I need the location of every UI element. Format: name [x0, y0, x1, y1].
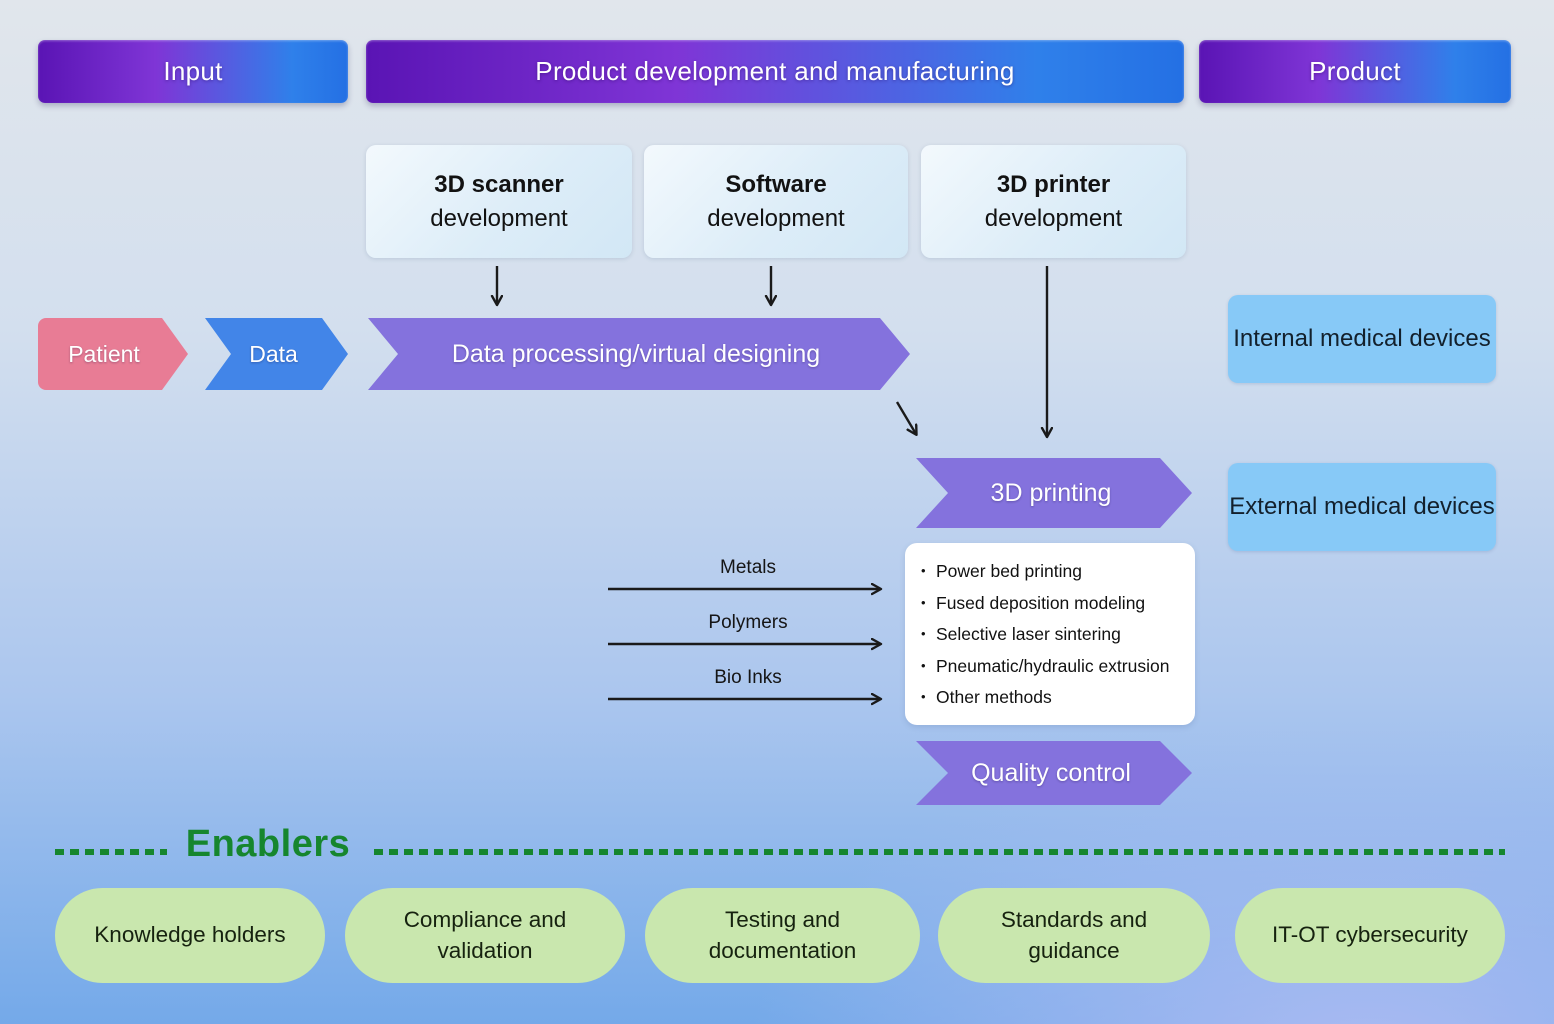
box-title: 3D printer [996, 171, 1111, 199]
box-external-medical-devices: External medical devices [1228, 463, 1496, 551]
box-3d-scanner-development: 3D scanner development [366, 145, 632, 258]
material-label-metals: Metals [720, 557, 776, 578]
chevron-quality-control: Quality control [916, 741, 1192, 805]
method-item: Selective laser sintering [921, 624, 1185, 645]
enablers-title: Enablers [185, 823, 351, 865]
method-item: Power bed printing [921, 561, 1185, 582]
header-input: Input [38, 40, 348, 103]
method-item: Fused deposition modeling [921, 593, 1185, 614]
enablers-dotted-line-left [55, 849, 167, 855]
header-product-development: Product development and manufacturing [366, 40, 1184, 103]
pill-knowledge-holders: Knowledge holders [55, 888, 325, 983]
header-product: Product [1199, 40, 1511, 103]
box-subtitle: development [430, 204, 568, 232]
material-label-polymers: Polymers [708, 612, 788, 633]
pill-testing-and-documentation: Testing and documentation [645, 888, 920, 983]
pill-it-ot-cybersecurity: IT-OT cybersecurity [1235, 888, 1505, 983]
box-subtitle: development [984, 204, 1123, 232]
printing-methods-list: Power bed printing Fused deposition mode… [921, 561, 1185, 708]
enablers-dotted-line-right [374, 849, 1505, 855]
arrow-processing-to-printing [895, 401, 916, 434]
material-label-bio-inks: Bio Inks [714, 667, 782, 688]
box-title: 3D scanner [434, 171, 564, 199]
chevron-data-processing: Data processing/virtual designing [368, 318, 910, 390]
chevron-patient: Patient [38, 318, 188, 390]
box-3d-printer-development: 3D printer development [921, 145, 1186, 258]
box-title: Software [725, 171, 827, 199]
printing-methods-box: Power bed printing Fused deposition mode… [905, 543, 1195, 725]
box-software-development: Software development [644, 145, 908, 258]
pill-standards-and-guidance: Standards and guidance [938, 888, 1210, 983]
chevron-data: Data [205, 318, 348, 390]
chevron-3d-printing: 3D printing [916, 458, 1192, 528]
box-internal-medical-devices: Internal medical devices [1228, 295, 1496, 383]
box-subtitle: development [707, 204, 845, 232]
method-item: Other methods [921, 687, 1185, 708]
method-item: Pneumatic/hydraulic extrusion [921, 656, 1185, 677]
pill-compliance-and-validation: Compliance and validation [345, 888, 625, 983]
